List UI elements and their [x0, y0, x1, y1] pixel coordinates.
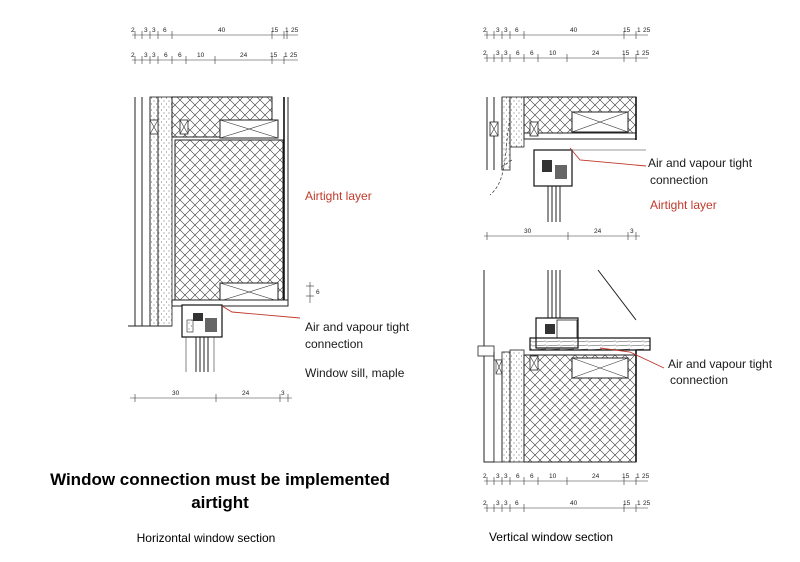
dim-label: 3 [504, 500, 508, 507]
dim-label: 3 [504, 473, 508, 480]
dimension-chain-mid-v: 30 24 3 [484, 228, 640, 240]
dim-label: 25 [643, 27, 651, 34]
dimension-chain-bottom-h: 30 24 3 [130, 390, 292, 402]
horizontal-section-drawing: 2 3 3 6 40 15 1 25 2 3 3 6 6 10 24 [128, 27, 320, 402]
dimension-chain-bottom-v-b: 2 3 3 6 6 10 24 15 1 25 [483, 473, 650, 485]
dim-label: 10 [549, 50, 557, 57]
dim-label: 6 [530, 50, 534, 57]
dim-label: 15 [622, 473, 630, 480]
dim-label: 3 [504, 27, 508, 34]
dim-label: 24 [240, 52, 248, 59]
dim-label: 2 [483, 500, 487, 507]
dimension-chain-top-v-a: 2 3 3 6 40 15 1 25 [483, 27, 651, 39]
dim-label: 1 [637, 27, 641, 34]
dim-label: 30 [524, 228, 532, 235]
dim-label: 25 [643, 500, 651, 507]
dimension-chain-top-v-b: 2 3 3 6 6 10 24 15 1 25 [483, 50, 650, 62]
dim-label: 24 [242, 390, 250, 397]
dim-label: 6 [178, 52, 182, 59]
caption-horizontal-section: Horizontal window section [137, 531, 276, 545]
dim-label: 6 [316, 289, 320, 296]
connection-label: connection [305, 337, 363, 351]
vertical-section-top-drawing: 2 3 3 6 40 15 1 25 2 3 3 6 6 10 24 [483, 27, 651, 240]
dim-label: 6 [516, 50, 520, 57]
connection-label: connection [650, 173, 708, 187]
vertical-section-bottom-drawing: 2 3 3 6 6 10 24 15 1 25 2 3 3 6 40 15 [477, 269, 665, 512]
air-vapour-tight-label: Air and vapour tight [668, 357, 773, 371]
dim-label: 6 [530, 473, 534, 480]
connection-label: connection [670, 373, 728, 387]
dim-label: 24 [594, 228, 602, 235]
dim-label: 24 [592, 473, 600, 480]
dimension-chain-top-b: 2 3 3 6 6 10 24 15 1 25 [131, 52, 298, 64]
airtight-layer-label: Airtight layer [650, 198, 717, 212]
dim-label: 2 [483, 27, 487, 34]
dim-label: 3 [496, 500, 500, 507]
dim-label: 15 [623, 500, 631, 507]
dim-label: 2 [483, 50, 487, 57]
dim-label: 6 [516, 473, 520, 480]
dim-label: 3 [144, 27, 148, 34]
dim-label: 1 [637, 500, 641, 507]
dim-label: 3 [144, 52, 148, 59]
dim-label: 40 [570, 500, 578, 507]
dim-label: 1 [284, 52, 288, 59]
dim-label: 3 [152, 52, 156, 59]
dim-label: 25 [642, 473, 650, 480]
dim-label: 1 [285, 27, 289, 34]
dim-label: 2 [131, 27, 135, 34]
dim-label: 6 [515, 500, 519, 507]
dim-label: 24 [592, 50, 600, 57]
dim-label: 10 [197, 52, 205, 59]
airtight-layer-label: Airtight layer [305, 189, 372, 203]
wall-section-horizontal [128, 96, 289, 327]
dim-label: 30 [172, 390, 180, 397]
dim-label: 40 [570, 27, 578, 34]
window-sill-label: Window sill, maple [305, 366, 405, 380]
dim-label: 3 [152, 27, 156, 34]
dim-label: 15 [622, 50, 630, 57]
dim-label: 3 [630, 228, 634, 235]
side-dimension-horizontal: 6 [306, 282, 320, 303]
air-vapour-tight-label: Air and vapour tight [648, 156, 753, 170]
air-vapour-tight-label: Air and vapour tight [305, 320, 410, 334]
dim-label: 15 [270, 52, 278, 59]
dim-label: 6 [163, 27, 167, 34]
dim-label: 25 [291, 27, 299, 34]
dim-label: 3 [496, 473, 500, 480]
caption-vertical-section: Vertical window section [489, 530, 613, 544]
dimension-chain-top-a: 2 3 3 6 40 15 1 25 [131, 27, 299, 39]
dim-label: 2 [483, 473, 487, 480]
window-frame-horizontal [181, 304, 301, 372]
dim-label: 40 [218, 27, 226, 34]
dim-label: 3 [281, 390, 285, 397]
dim-label: 1 [636, 473, 640, 480]
title-line-1: Window connection must be implemented [50, 470, 390, 489]
dim-label: 3 [496, 27, 500, 34]
dim-label: 6 [164, 52, 168, 59]
dim-label: 25 [642, 50, 650, 57]
dim-label: 6 [515, 27, 519, 34]
dim-label: 10 [549, 473, 557, 480]
dim-label: 25 [290, 52, 298, 59]
dim-label: 2 [131, 52, 135, 59]
dim-label: 15 [271, 27, 279, 34]
dim-label: 1 [636, 50, 640, 57]
dim-label: 15 [623, 27, 631, 34]
dim-label: 3 [496, 50, 500, 57]
dim-label: 3 [504, 50, 508, 57]
title-line-2: airtight [191, 493, 249, 512]
dimension-chain-bottom-v-a: 2 3 3 6 40 15 1 25 [483, 500, 651, 512]
